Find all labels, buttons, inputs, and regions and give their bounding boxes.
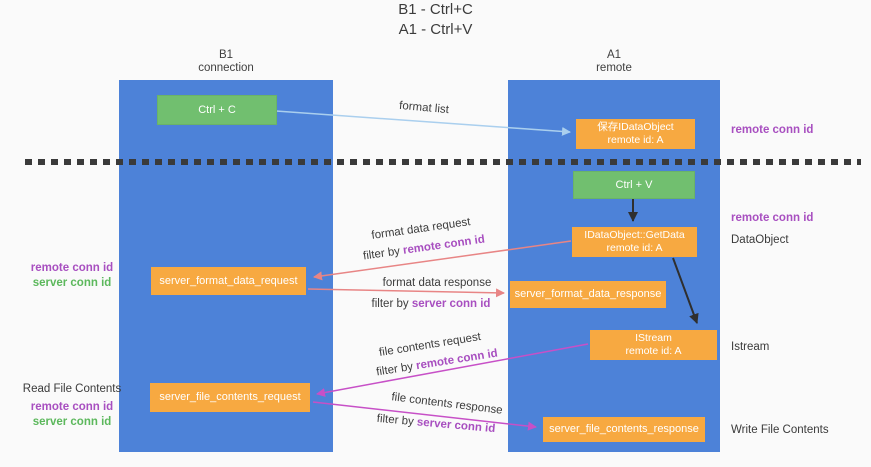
title-line-2: A1 - Ctrl+V — [398, 21, 473, 38]
title-line-1: B1 - Ctrl+C — [398, 1, 473, 18]
node-istream-line2: remote id: A — [625, 345, 682, 357]
lane-a1-name: A1 — [606, 49, 622, 61]
label-filter-by-server-conn-id-1: filter by server conn id — [372, 298, 491, 310]
filter-by-text: filter by — [362, 244, 404, 263]
remote-conn-id-text: remote conn id — [402, 233, 486, 257]
node-server-file-contents-response: server_file_contents_response — [543, 417, 705, 442]
annotation-remote-conn-id: remote conn id — [30, 262, 114, 274]
filter-by-text: filter by — [376, 412, 418, 429]
annotation-remote-conn-id: remote conn id — [30, 401, 114, 413]
node-server-format-data-response: server_format_data_response — [510, 281, 666, 308]
annotation-write-file-contents: Write File Contents — [731, 424, 829, 436]
lane-a1-role: remote — [596, 62, 632, 74]
annotation-server-conn-id: server conn id — [32, 416, 112, 428]
label-format-data-response: format data response — [382, 277, 492, 289]
lane-b1-role: connection — [198, 62, 254, 74]
node-ctrl-c-label: Ctrl + C — [198, 103, 236, 116]
node-idataobject-getdata: IDataObject::GetData remote id: A — [572, 227, 697, 257]
node-store-idataobject-line2: remote id: A — [607, 134, 664, 146]
diagram-title: B1 - Ctrl+C A1 - Ctrl+V — [0, 0, 871, 40]
annotation-read-file-contents-title: Read File Contents — [22, 383, 122, 395]
label-format-list: format list — [398, 99, 450, 117]
node-server-format-data-request: server_format_data_request — [151, 267, 306, 295]
label-file-contents-response: file contents response — [390, 391, 504, 417]
node-store-idataobject: 保存IDataObject remote id: A — [576, 119, 695, 149]
node-ctrl-c: Ctrl + C — [157, 95, 277, 125]
node-server-file-contents-response-label: server_file_contents_response — [549, 423, 699, 435]
server-conn-id-text: server conn id — [416, 416, 496, 436]
node-ctrl-v: Ctrl + V — [573, 171, 695, 199]
edge-format-data-response — [307, 288, 505, 298]
lane-header-a1: A1 remote — [508, 49, 720, 75]
annotation-server-conn-id: server conn id — [32, 277, 112, 289]
annotation-istream: Istream — [731, 341, 770, 353]
node-server-file-contents-request: server_file_contents_request — [150, 383, 310, 412]
node-store-idataobject-line1: 保存IDataObject — [597, 121, 674, 133]
annotation-remote-conn-id-top: remote conn id — [731, 124, 814, 136]
lane-b1-name: B1 — [218, 49, 234, 61]
node-server-file-contents-request-label: server_file_contents_request — [159, 391, 301, 403]
annotation-read-file-contents: Read File Contents remote conn id server… — [8, 382, 136, 430]
node-idataobject-getdata-line2: remote id: A — [606, 242, 663, 254]
node-ctrl-v-label: Ctrl + V — [615, 178, 653, 191]
node-istream: IStream remote id: A — [590, 330, 717, 360]
label-filter-by-server-conn-id-2: filter by server conn id — [376, 413, 495, 435]
filter-by-text: filter by — [371, 298, 412, 310]
node-server-format-data-request-label: server_format_data_request — [159, 274, 298, 287]
node-server-format-data-response-label: server_format_data_response — [514, 288, 662, 300]
lane-header-b1: B1 connection — [119, 49, 333, 75]
server-conn-id-text: server conn id — [411, 298, 491, 310]
annotation-left-conn-ids: remote conn id server conn id — [8, 261, 136, 291]
filter-by-text: filter by — [375, 360, 418, 379]
annotation-dataobject: DataObject — [731, 234, 789, 246]
node-idataobject-getdata-line1: IDataObject::GetData — [584, 229, 685, 241]
node-istream-line1: IStream — [635, 332, 672, 344]
annotation-remote-conn-id-mid: remote conn id — [731, 212, 814, 224]
phase-separator-dashed-line — [25, 159, 861, 165]
